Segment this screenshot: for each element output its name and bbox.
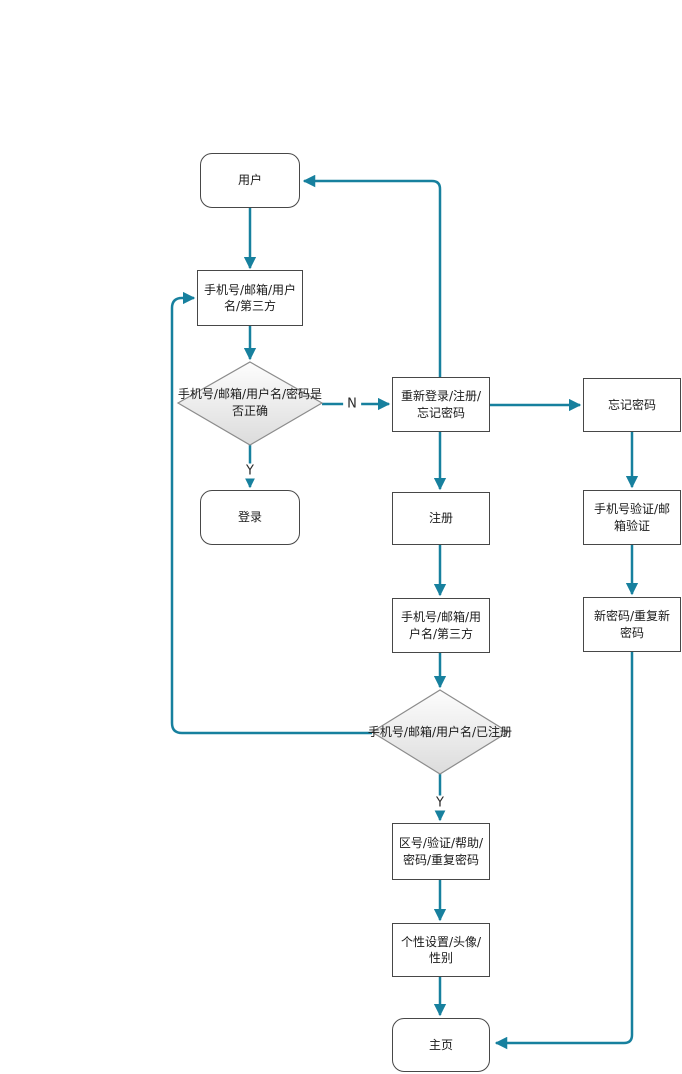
- decision-already-registered-label: 手机号/邮箱/用户名/已注册: [367, 724, 513, 739]
- edge-new-password-to-home: [494, 652, 634, 1050]
- edge-label-no: N: [343, 396, 361, 412]
- node-register-input: 手机号/邮箱/用户名/第三方: [392, 598, 490, 653]
- decision-credentials-correct-shape: [176, 361, 324, 446]
- edge-relogin-to-user: [302, 174, 442, 377]
- decision-already-registered-shape: [370, 689, 510, 775]
- node-home: 主页: [392, 1018, 490, 1072]
- node-register: 注册: [392, 492, 490, 545]
- edge-label-yes-register: Y: [432, 795, 448, 811]
- node-user: 用户: [200, 153, 300, 208]
- node-login: 登录: [200, 490, 300, 545]
- node-new-password: 新密码/重复新密码: [583, 597, 681, 652]
- node-area-code-setup: 区号/验证/帮助/密码/重复密码: [392, 823, 490, 880]
- decision-credentials-correct-label: 手机号/邮箱/用户名/密码是否正确: [177, 387, 323, 418]
- edge-label-yes-login: Y: [242, 463, 258, 479]
- node-relogin-options: 重新登录/注册/忘记密码: [392, 377, 490, 432]
- node-login-input: 手机号/邮箱/用户名/第三方: [197, 270, 303, 326]
- node-personal-setup: 个性设置/头像/性别: [392, 923, 490, 977]
- node-phone-email-verify: 手机号验证/邮箱验证: [583, 490, 681, 545]
- edge-registered-check-loop-to-login-input: [170, 291, 372, 735]
- node-forgot-password: 忘记密码: [583, 378, 681, 432]
